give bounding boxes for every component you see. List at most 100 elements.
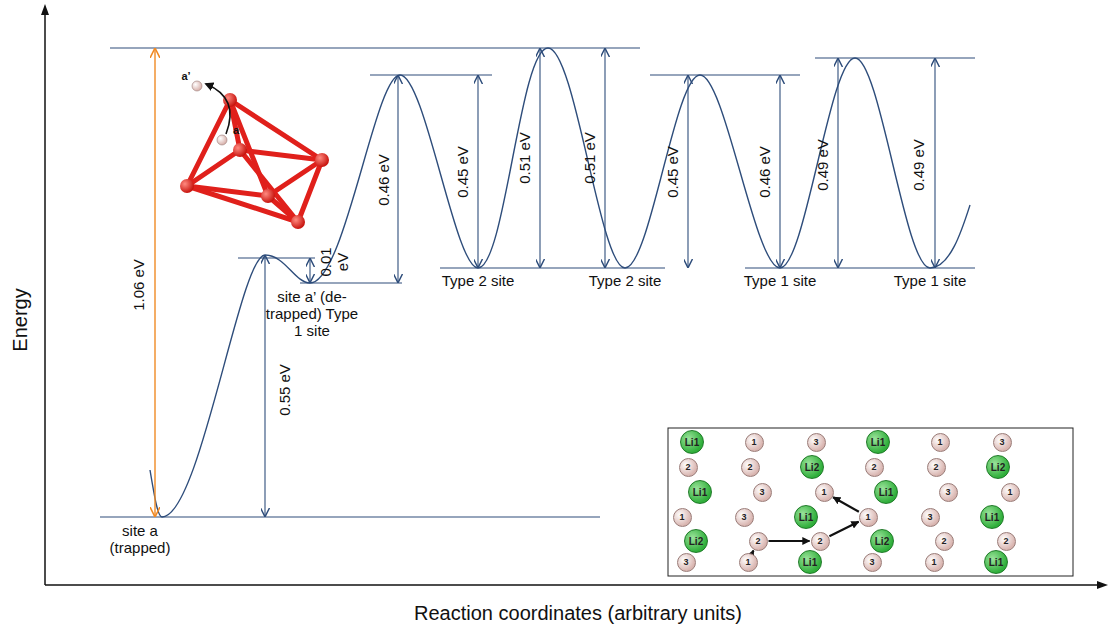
site-number: Li1 bbox=[685, 437, 699, 448]
site-number: 2 bbox=[747, 462, 752, 472]
vacancy-site: 1 bbox=[673, 508, 692, 527]
lithium-site: Li2 bbox=[870, 529, 894, 553]
vacancy-site: 2 bbox=[741, 458, 760, 477]
site-number: 1 bbox=[745, 557, 750, 567]
site-number: 1 bbox=[821, 487, 826, 497]
site-number: Li1 bbox=[989, 557, 1003, 568]
lithium-site: Li1 bbox=[688, 480, 712, 504]
hop-arrow bbox=[833, 497, 859, 512]
hop-arrow bbox=[769, 540, 810, 542]
energy-value: 0.51 eV bbox=[581, 132, 598, 184]
energy-value: 0.55 eV bbox=[276, 364, 293, 416]
energy-value: 0.45 eV bbox=[454, 146, 471, 198]
energy-value: 0.51 eV bbox=[516, 132, 533, 184]
site-number: 1 bbox=[751, 437, 756, 447]
site-number: 2 bbox=[755, 536, 760, 546]
site-number: 2 bbox=[1003, 536, 1008, 546]
site-number: 3 bbox=[927, 512, 932, 522]
vacancy-site: 1 bbox=[859, 508, 878, 527]
hop-arrow bbox=[751, 550, 754, 552]
vacancy-site: 3 bbox=[939, 483, 958, 502]
site-number: Li1 bbox=[871, 437, 885, 448]
vacancy-site: 2 bbox=[679, 458, 698, 477]
site-number: Li1 bbox=[693, 487, 707, 498]
lithium-site: Li2 bbox=[684, 529, 708, 553]
barrier-arrows bbox=[155, 49, 935, 516]
hop-arrow bbox=[829, 522, 858, 537]
site-number: Li1 bbox=[879, 487, 893, 498]
vacancy-site: 2 bbox=[811, 532, 830, 551]
site-label: Type 1 site bbox=[894, 272, 967, 289]
vacancy-site: 3 bbox=[993, 433, 1012, 452]
energy-value: 0.01 eV bbox=[317, 247, 351, 277]
atom-label: a’ bbox=[181, 70, 190, 83]
vacancy-site: 1 bbox=[815, 483, 834, 502]
site-number: 3 bbox=[999, 437, 1004, 447]
site-label: Type 1 site bbox=[744, 272, 817, 289]
site-number: Li1 bbox=[799, 512, 813, 523]
site-label: site a’ (de-trapped) Type 1 site bbox=[264, 288, 360, 339]
site-number: 2 bbox=[941, 536, 946, 546]
axis-title: Reaction coordinates (arbitrary units) bbox=[414, 602, 742, 624]
site-number: 3 bbox=[945, 487, 950, 497]
vacancy-site: 1 bbox=[931, 433, 950, 452]
energy-value: 0.49 eV bbox=[814, 139, 831, 191]
site-number: 3 bbox=[741, 512, 746, 522]
atom-label: a bbox=[233, 124, 239, 137]
axes bbox=[41, 4, 1108, 589]
site-number: 1 bbox=[937, 437, 942, 447]
energy-value: 0.49 eV bbox=[910, 139, 927, 191]
lithium-site: Li1 bbox=[866, 430, 890, 454]
lithium-site: Li1 bbox=[874, 480, 898, 504]
site-number: 3 bbox=[683, 557, 688, 567]
lithium-site: Li1 bbox=[798, 550, 822, 574]
vacancy-site: 1 bbox=[1001, 483, 1020, 502]
vacancy-site: 1 bbox=[745, 433, 764, 452]
site-number: Li1 bbox=[985, 512, 999, 523]
vacancy-site: 3 bbox=[921, 508, 940, 527]
vacancy-site: 3 bbox=[807, 433, 826, 452]
site-number: 1 bbox=[865, 512, 870, 522]
site-number: Li2 bbox=[689, 536, 703, 547]
site-number: 1 bbox=[679, 512, 684, 522]
energy-value: 0.46 eV bbox=[756, 146, 773, 198]
site-number: 2 bbox=[685, 462, 690, 472]
site-number: Li2 bbox=[875, 536, 889, 547]
site-number: 3 bbox=[759, 487, 764, 497]
site-number: 1 bbox=[931, 557, 936, 567]
site-label: Type 2 site bbox=[442, 272, 515, 289]
vacancy-site: 2 bbox=[927, 458, 946, 477]
site-number: Li1 bbox=[803, 557, 817, 568]
site-number: 2 bbox=[871, 462, 876, 472]
vacancy-site: 1 bbox=[925, 553, 944, 572]
vacancy-site: 3 bbox=[753, 483, 772, 502]
site-number: 1 bbox=[1007, 487, 1012, 497]
axis-title: Energy bbox=[9, 288, 31, 351]
vacancy-site: 1 bbox=[739, 553, 758, 572]
lithium-site: Li1 bbox=[984, 550, 1008, 574]
vacancy-site: 3 bbox=[863, 553, 882, 572]
lithium-site: Li2 bbox=[800, 455, 824, 479]
lithium-site: Li1 bbox=[980, 505, 1004, 529]
lithium-site: Li2 bbox=[986, 455, 1010, 479]
site-number: 3 bbox=[869, 557, 874, 567]
energy-value: 1.06 eV bbox=[130, 259, 147, 311]
site-number: Li2 bbox=[805, 462, 819, 473]
vacancy-site: 2 bbox=[865, 458, 884, 477]
lithium-site: Li1 bbox=[794, 505, 818, 529]
site-label: site a (trapped) bbox=[100, 522, 180, 556]
octahedron bbox=[180, 81, 329, 229]
site-number: Li2 bbox=[991, 462, 1005, 473]
vacancy-site: 2 bbox=[997, 532, 1016, 551]
vacancy-site: 3 bbox=[735, 508, 754, 527]
energy-value: 0.45 eV bbox=[664, 146, 681, 198]
lithium-site: Li1 bbox=[680, 430, 704, 454]
energy-value: 0.46 eV bbox=[375, 154, 392, 206]
inset-frame bbox=[668, 428, 1073, 576]
site-label: Type 2 site bbox=[589, 272, 662, 289]
site-number: 2 bbox=[933, 462, 938, 472]
vacancy-site: 2 bbox=[749, 532, 768, 551]
site-number: 3 bbox=[813, 437, 818, 447]
vacancy-site: 3 bbox=[677, 553, 696, 572]
